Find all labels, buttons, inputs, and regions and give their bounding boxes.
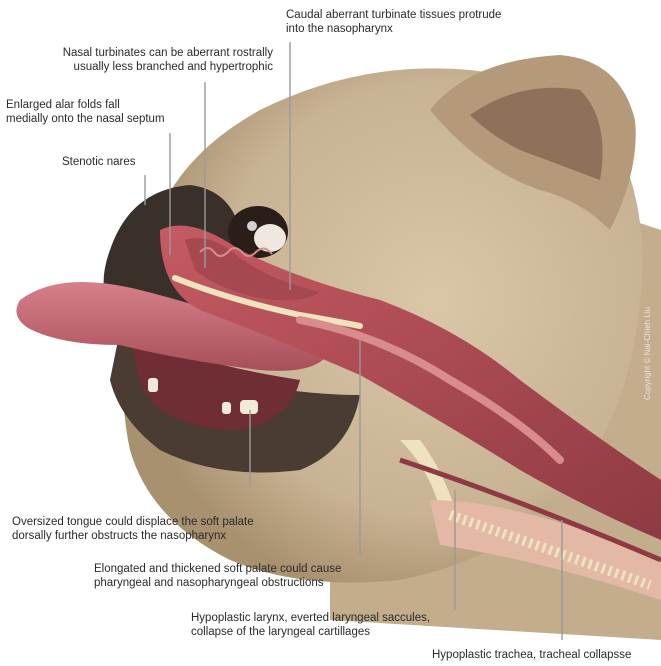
label-caudal-turbinates: Caudal aberrant turbinate tissues protru… <box>286 8 501 36</box>
dog-eye-white <box>254 224 286 252</box>
tooth <box>222 402 231 414</box>
label-stenotic-nares: Stenotic nares <box>62 155 136 169</box>
label-alar-folds: Enlarged alar folds fall medially onto t… <box>6 98 165 126</box>
label-oversized-tongue: Oversized tongue could displace the soft… <box>12 515 254 543</box>
tooth <box>240 400 258 414</box>
copyright-text: Copyright © Nai-Chieh Liu <box>643 307 652 400</box>
label-nasal-turbinates: Nasal turbinates can be aberrant rostral… <box>63 46 273 74</box>
label-soft-palate: Elongated and thickened soft palate coul… <box>94 562 341 590</box>
label-larynx: Hypoplastic larynx, everted laryngeal sa… <box>191 611 430 639</box>
label-trachea: Hypoplastic trachea, tracheal collapsse <box>432 648 631 662</box>
tooth <box>148 378 158 392</box>
